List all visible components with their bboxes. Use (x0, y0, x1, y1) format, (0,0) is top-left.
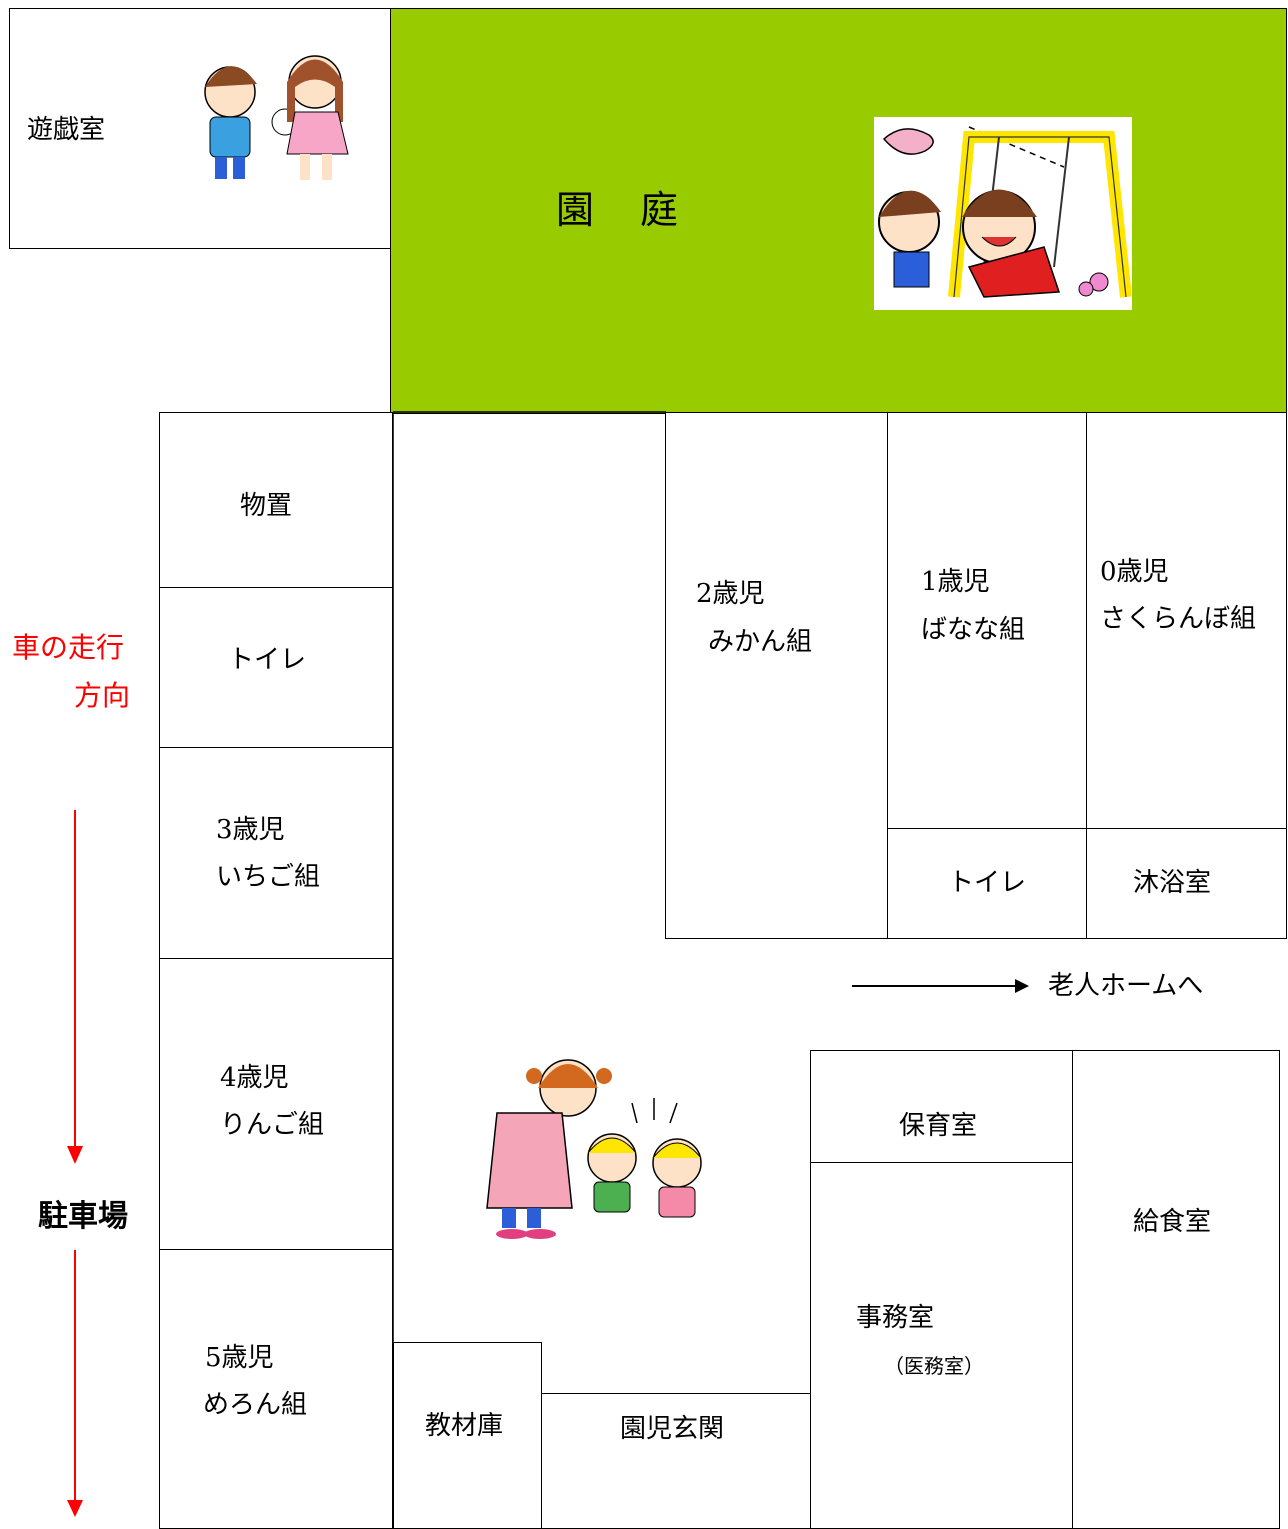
toilet-left-label: トイレ (228, 645, 307, 675)
class1-name-label: ばなな組 (921, 615, 1026, 645)
classroom-age1 (887, 412, 1087, 829)
car-direction-arrow-upper (67, 810, 83, 1164)
class0-name-label: さくらんぼ組 (1100, 604, 1257, 634)
office-note-label: （医務室） (884, 1354, 984, 1378)
teacher-children-illustration (486, 1059, 702, 1239)
parking-label: 駐車場 (38, 1199, 128, 1234)
classroom-age4 (159, 958, 393, 1250)
car-direction-arrow-lower (67, 1250, 83, 1517)
classroom-age3 (159, 747, 393, 959)
classroom-age0 (1086, 412, 1287, 829)
class4-name-label: りんご組 (220, 1110, 325, 1140)
toilet-left (159, 587, 393, 748)
storage-label: 物置 (240, 491, 293, 521)
car-direction-label-line1: 車の走行 (12, 631, 125, 664)
class3-age-label: 3歳児 (216, 815, 285, 845)
nursery-room-label: 保育室 (899, 1111, 978, 1141)
bathroom-label: 沐浴室 (1133, 868, 1212, 898)
toilet-right (887, 828, 1087, 939)
children-playing-illustration (204, 55, 349, 180)
bathroom (1086, 828, 1287, 939)
kitchen-label: 給食室 (1133, 1207, 1212, 1237)
garden-area (390, 8, 1287, 414)
entrance (541, 1393, 811, 1529)
playroom-label: 遊戯室 (27, 115, 106, 145)
entrance-label: 園児玄関 (620, 1414, 725, 1444)
office-label: 事務室 (856, 1303, 935, 1333)
car-direction-label-line2: 方向 (74, 679, 131, 712)
toilet-right-label: トイレ (948, 868, 1027, 898)
class0-age-label: 0歳児 (1100, 557, 1169, 587)
kitchen (1072, 1050, 1280, 1529)
storage-room (159, 412, 393, 588)
class2-age-label: 2歳児 (696, 579, 765, 609)
classroom-age2 (665, 412, 888, 939)
nursing-home-label: 老人ホームへ (1048, 971, 1204, 1001)
office (810, 1162, 1073, 1529)
swing-illustration (874, 117, 1132, 310)
class5-name-label: めろん組 (203, 1390, 308, 1420)
nursing-home-arrow (852, 979, 1029, 993)
garden-label: 園 庭 (556, 188, 683, 232)
class4-age-label: 4歳児 (220, 1063, 289, 1093)
class3-name-label: いちご組 (216, 862, 321, 892)
class2-name-label: みかん組 (708, 627, 813, 657)
classroom-age5 (159, 1249, 393, 1529)
material-storage-label: 教材庫 (425, 1411, 504, 1441)
class1-age-label: 1歳児 (921, 567, 990, 597)
class5-age-label: 5歳児 (205, 1343, 274, 1373)
